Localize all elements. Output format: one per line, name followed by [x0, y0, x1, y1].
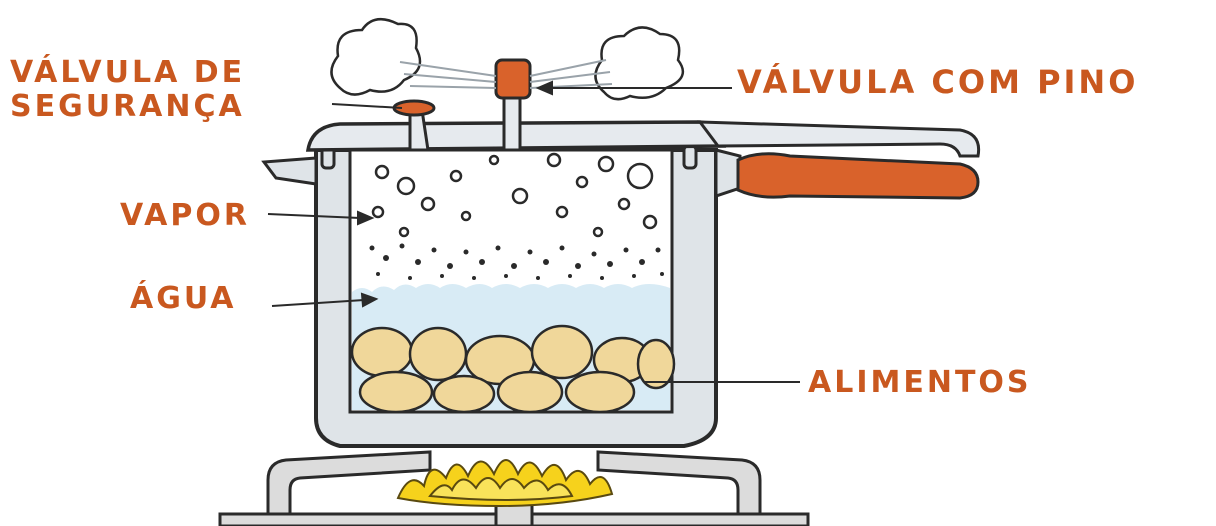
handle: [716, 150, 978, 198]
food: [352, 326, 674, 412]
water-label: ÁGUA: [130, 284, 237, 314]
steam-label: VAPOR: [120, 201, 250, 231]
pin-valve-label: VÁLVULA COM PINO: [737, 66, 1138, 98]
safety-valve-label-line2: SEGURANÇA: [10, 92, 245, 122]
safety-valve-label-line1: VÁLVULA DE: [10, 58, 245, 88]
food-label: ALIMENTOS: [808, 368, 1032, 398]
